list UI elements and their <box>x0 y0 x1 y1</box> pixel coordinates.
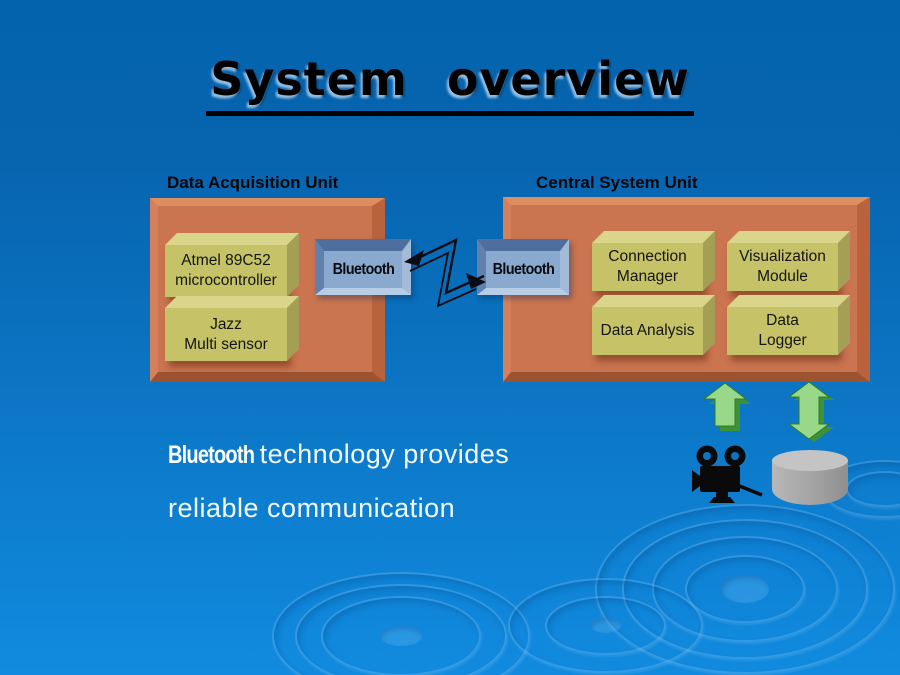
up-arrow-icon <box>702 383 751 431</box>
module-label-line: Jazz <box>210 315 242 333</box>
ripple-ring <box>321 596 481 675</box>
bluetooth-box-left: Bluetooth <box>315 239 411 295</box>
module-data-analysis: Data Analysis <box>592 307 703 355</box>
module-data-logger: Data Logger <box>727 307 838 355</box>
water-ripple <box>272 572 530 675</box>
module-label-line: Data Analysis <box>600 322 695 339</box>
module-label-line: Atmel 89C52 <box>181 252 271 269</box>
zigzag-wireless-link-icon <box>404 237 486 308</box>
ripple-center <box>721 575 769 603</box>
movie-camera-icon <box>692 445 763 503</box>
caption-line-2: reliable communication <box>168 493 456 523</box>
caption-bluetooth-word: Bluetooth <box>168 441 255 469</box>
bluetooth-box-right: Bluetooth <box>477 239 569 295</box>
ripple-ring <box>295 583 507 675</box>
module-label-line: Visualization <box>739 248 826 265</box>
database-cylinder-icon <box>772 450 848 505</box>
page-title-text: System overview <box>206 52 694 116</box>
cylinder-top <box>772 450 848 471</box>
module-visualization-module: Visualization Module <box>727 243 838 291</box>
module-label-line: Connection <box>608 248 687 265</box>
caption-line1-rest: technology provides <box>251 439 510 469</box>
ripple-ring <box>545 596 666 655</box>
module-label-line: Data <box>766 312 799 329</box>
up-down-arrow-icon <box>787 382 834 442</box>
module-connection-manager: Connection Manager <box>592 243 703 291</box>
ripple-center <box>380 625 422 647</box>
module-atmel-microcontroller: Atmel 89C52 microcontroller <box>165 245 287 297</box>
ripple-center <box>589 617 622 634</box>
ripple-ring <box>685 555 805 623</box>
page-title: System overview <box>0 52 900 116</box>
left-unit-label: Data Acquisition Unit <box>167 173 339 192</box>
module-label-line: Module <box>757 268 808 285</box>
module-label-line: microcontroller <box>175 272 277 289</box>
module-label-line: Manager <box>616 268 679 285</box>
caption-line-1: Bluetooth technology provides <box>168 428 638 482</box>
module-jazz-multi-sensor: Jazz Multi sensor <box>165 308 287 361</box>
caption: Bluetooth technology provides reliable c… <box>168 428 638 535</box>
module-label-line: Multi sensor <box>184 335 268 353</box>
bluetooth-label: Bluetooth <box>332 260 394 278</box>
module-label-line: Logger <box>758 332 807 349</box>
bluetooth-label: Bluetooth <box>492 260 554 278</box>
water-ripple <box>508 578 703 673</box>
right-unit-label: Central System Unit <box>536 173 698 192</box>
